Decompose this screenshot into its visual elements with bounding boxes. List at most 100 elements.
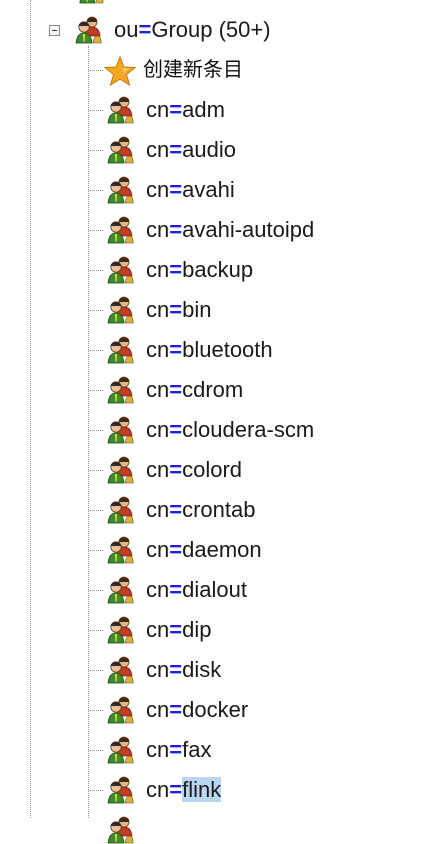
- attr-value: bluetooth: [182, 337, 273, 362]
- tree-node-label[interactable]: cn=docker: [146, 695, 248, 725]
- tree-connector: [89, 390, 103, 391]
- collapse-toggle[interactable]: [49, 25, 60, 36]
- attr-key: cn: [146, 657, 170, 682]
- attr-equals: =: [169, 257, 183, 282]
- tree-node-label[interactable]: cn=daemon: [146, 535, 262, 565]
- tree-node-label[interactable]: cn=crontab: [146, 495, 256, 525]
- attr-value: colord: [182, 457, 243, 482]
- attr-equals: =: [169, 297, 183, 322]
- tree-node-label[interactable]: cn=dip: [146, 615, 211, 645]
- tree-node-label[interactable]: cn=avahi: [146, 175, 235, 205]
- attr-key: cn: [146, 417, 170, 442]
- attr-equals: =: [169, 777, 183, 802]
- group-icon: [107, 256, 134, 284]
- tree-node-create-entry[interactable]: 创建新条目: [0, 50, 438, 90]
- tree-connector: [89, 710, 103, 711]
- tree-node-label[interactable]: cn=cdrom: [146, 375, 243, 405]
- tree-connector: [89, 510, 103, 511]
- tree-node-crontab[interactable]: cn=crontab: [0, 490, 438, 530]
- tree-node-backup[interactable]: cn=backup: [0, 250, 438, 290]
- tree-connector: [89, 190, 103, 191]
- attr-key: cn: [146, 297, 170, 322]
- attr-key: cn: [146, 617, 170, 642]
- tree-node-bluetooth[interactable]: cn=bluetooth: [0, 330, 438, 370]
- tree-node-dialout[interactable]: cn=dialout: [0, 570, 438, 610]
- tree-node-label[interactable]: cn=audio: [146, 135, 236, 165]
- group-icon: [107, 176, 134, 204]
- tree-node-dip[interactable]: cn=dip: [0, 610, 438, 650]
- tree-connector: [89, 270, 103, 271]
- group-icon: [107, 416, 134, 444]
- tree-node-label[interactable]: cn=avahi-autoipd: [146, 215, 314, 245]
- attr-equals: =: [169, 537, 183, 562]
- attr-key: cn: [146, 577, 170, 602]
- tree-node-avahi[interactable]: cn=avahi: [0, 170, 438, 210]
- group-icon: [75, 16, 102, 44]
- group-icon: [107, 496, 134, 524]
- tree-node-label[interactable]: cn=colord: [146, 455, 242, 485]
- tree-node-label[interactable]: cn=backup: [146, 255, 253, 285]
- tree-node-cdrom[interactable]: cn=cdrom: [0, 370, 438, 410]
- tree-connector: [89, 150, 103, 151]
- tree-connector: [89, 350, 103, 351]
- tree-connector-top: [30, 0, 31, 818]
- attr-key: cn: [146, 137, 170, 162]
- create-entry-label[interactable]: 创建新条目: [143, 59, 243, 81]
- tree-node-bin[interactable]: cn=bin: [0, 290, 438, 330]
- attr-key: cn: [146, 497, 170, 522]
- attr-equals: =: [169, 457, 183, 482]
- group-icon: [107, 456, 134, 484]
- tree-connector: [89, 630, 103, 631]
- tree-node-label[interactable]: cn=bluetooth: [146, 335, 273, 365]
- attr-equals: =: [169, 137, 183, 162]
- partial-group-icon: [107, 816, 134, 844]
- tree-connector: [89, 670, 103, 671]
- attr-key: cn: [146, 177, 170, 202]
- tree-node-label[interactable]: cn=flink: [146, 775, 222, 805]
- group-icon: [107, 616, 134, 644]
- attr-value: avahi: [182, 177, 235, 202]
- tree-connector: [89, 470, 103, 471]
- attr-equals: =: [169, 617, 183, 642]
- tree-connector: [89, 310, 103, 311]
- attr-equals: =: [169, 177, 183, 202]
- tree-node-docker[interactable]: cn=docker: [0, 690, 438, 730]
- group-icon: [107, 136, 134, 164]
- tree-node-label[interactable]: cn=fax: [146, 735, 211, 765]
- tree-node-ou-group: ou=Group (50+): [0, 10, 438, 50]
- attr-value: backup: [182, 257, 254, 282]
- attr-value: fax: [182, 737, 212, 762]
- tree-node-flink[interactable]: cn=flink: [0, 770, 438, 810]
- attr-value: dialout: [182, 577, 247, 602]
- tree-node-fax[interactable]: cn=fax: [0, 730, 438, 770]
- attr-key: cn: [146, 457, 170, 482]
- tree-node-daemon[interactable]: cn=daemon: [0, 530, 438, 570]
- group-icon: [107, 576, 134, 604]
- tree-node-label[interactable]: cn=disk: [146, 655, 221, 685]
- group-icon: [107, 736, 134, 764]
- tree-node-adm[interactable]: cn=adm: [0, 90, 438, 130]
- group-icon: [107, 656, 134, 684]
- group-icon: [107, 96, 134, 124]
- tree-node-label[interactable]: cn=bin: [146, 295, 211, 325]
- attr-value: avahi-autoipd: [182, 217, 315, 242]
- attr-key: cn: [146, 697, 170, 722]
- tree-node-label[interactable]: cn=cloudera-scm: [146, 415, 314, 445]
- tree-node-avahi-autoipd[interactable]: cn=avahi-autoipd: [0, 210, 438, 250]
- attr-equals: =: [169, 497, 183, 522]
- attr-key: cn: [146, 97, 170, 122]
- attr-value: cloudera-scm: [182, 417, 315, 442]
- group-icon: [107, 336, 134, 364]
- tree-node-cloudera-scm[interactable]: cn=cloudera-scm: [0, 410, 438, 450]
- tree-node-label[interactable]: cn=dialout: [146, 575, 247, 605]
- attr-equals: =: [169, 697, 183, 722]
- tree-node-label[interactable]: cn=adm: [146, 95, 225, 125]
- attr-equals: =: [169, 417, 183, 442]
- tree-node-disk[interactable]: cn=disk: [0, 650, 438, 690]
- tree-node-colord[interactable]: cn=colord: [0, 450, 438, 490]
- attr-equals: =: [169, 377, 183, 402]
- attr-key: cn: [146, 737, 170, 762]
- tree-node-audio[interactable]: cn=audio: [0, 130, 438, 170]
- tree-node-label[interactable]: ou=Group (50+): [114, 17, 271, 42]
